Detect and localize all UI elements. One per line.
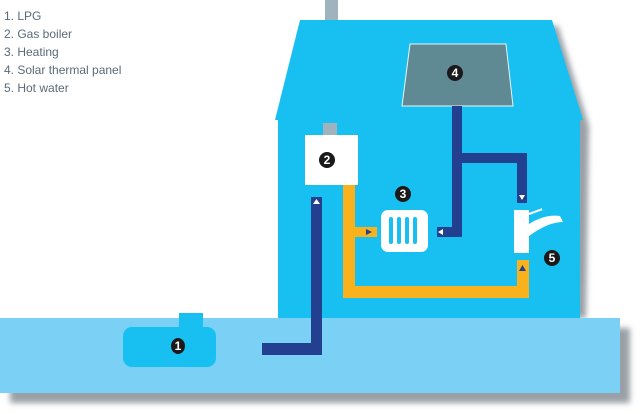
- svg-text:2: 2: [324, 153, 331, 167]
- arrow-left-icon: [438, 229, 443, 235]
- legend-item-lpg: 1. LPG: [4, 9, 42, 23]
- legend-item-heating: 3. Heating: [4, 45, 59, 59]
- ground: [0, 318, 620, 393]
- boiler-flue: [323, 123, 337, 135]
- svg-text:3: 3: [400, 187, 407, 201]
- svg-text:1: 1: [175, 339, 182, 353]
- gas-pipe: [262, 197, 322, 355]
- arrow-down-icon: [519, 195, 525, 200]
- arrow-up-icon: [519, 265, 526, 271]
- svg-text:5: 5: [549, 251, 556, 265]
- arrow-up-icon: [313, 199, 320, 204]
- marker-3: 3: [395, 186, 411, 202]
- arrow-right-icon: [366, 229, 372, 235]
- legend-item-gas-boiler: 2. Gas boiler: [4, 27, 73, 41]
- hot-water-tap: [514, 208, 563, 253]
- marker-1: 1: [171, 338, 185, 354]
- lpg-tank: [123, 313, 216, 367]
- svg-text:4: 4: [452, 66, 459, 80]
- legend-item-solar-panel: 4. Solar thermal panel: [4, 63, 122, 77]
- legend: 1. LPG 2. Gas boiler 3. Heating 4. Solar…: [4, 7, 121, 97]
- marker-5: 5: [544, 250, 560, 266]
- solar-pipes: [437, 106, 527, 237]
- marker-4: 4: [447, 65, 463, 81]
- radiator: [381, 210, 428, 252]
- legend-item-hot-water: 5. Hot water: [4, 81, 69, 95]
- marker-2: 2: [319, 152, 335, 168]
